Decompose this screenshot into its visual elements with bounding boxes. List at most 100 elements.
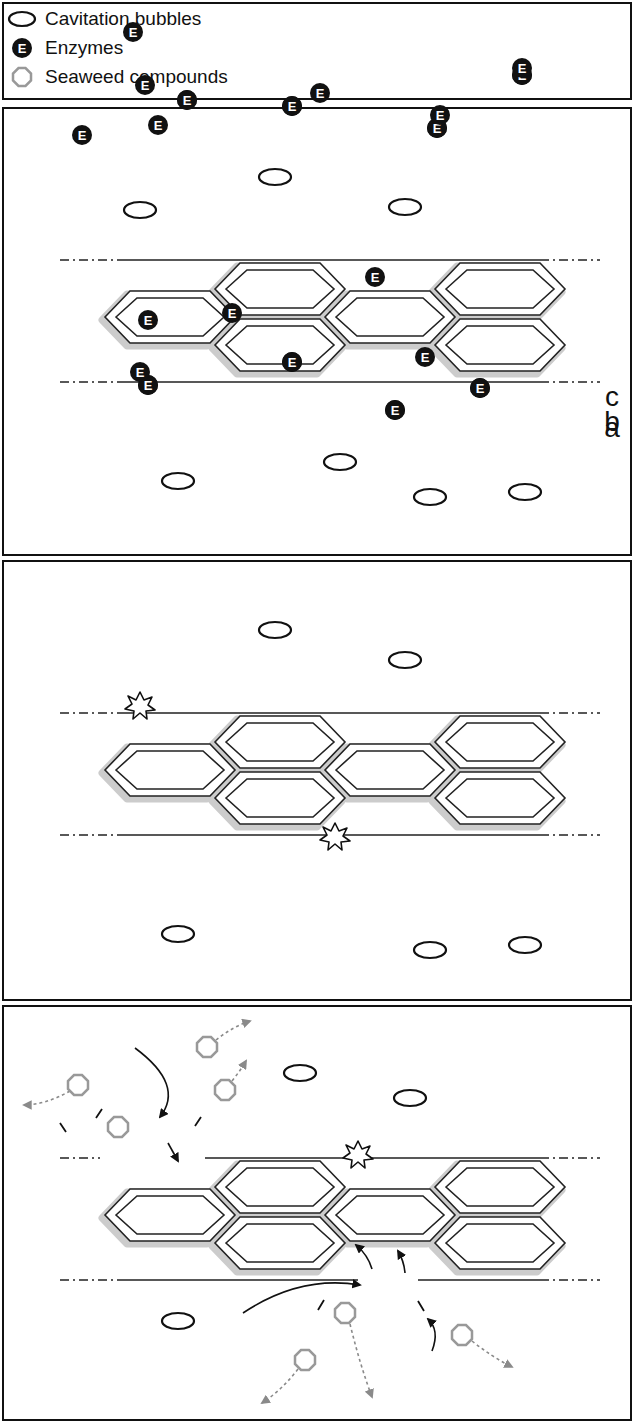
legend-swatch bbox=[6, 5, 38, 33]
release-path-arrow bbox=[24, 1091, 70, 1105]
release-path-arrow bbox=[472, 1341, 512, 1367]
enzyme-symbol: E bbox=[177, 90, 197, 110]
cavitation-bubble bbox=[324, 454, 356, 470]
enzyme-label: E bbox=[183, 94, 192, 107]
enzyme-label: E bbox=[141, 79, 150, 92]
panel-b-illustration bbox=[60, 622, 600, 958]
legend-entry: Cavitation bubbles bbox=[4, 5, 630, 33]
enzyme-symbol: E bbox=[135, 75, 155, 95]
seaweed-compound bbox=[295, 1350, 315, 1370]
enzyme-symbol: E bbox=[282, 96, 302, 116]
release-path-arrow bbox=[350, 1324, 372, 1397]
enzyme-symbol: E bbox=[415, 347, 435, 367]
enzyme-label: E bbox=[129, 26, 138, 39]
compound-sample bbox=[13, 68, 31, 86]
seaweed-cells bbox=[102, 1161, 565, 1272]
cavitation-bubble bbox=[509, 937, 541, 953]
enzyme-label: E bbox=[18, 42, 27, 55]
legend-label: Enzymes bbox=[45, 37, 123, 59]
enzyme-label: E bbox=[154, 119, 163, 132]
enzyme-label: E bbox=[136, 366, 145, 379]
cell-wall-line bbox=[60, 713, 600, 835]
enzyme-symbol: E bbox=[148, 115, 168, 135]
enzyme-symbol: E bbox=[512, 58, 532, 78]
cell-wall-line bbox=[60, 260, 600, 382]
enzyme-symbol: E bbox=[12, 38, 32, 58]
seaweed-compound bbox=[335, 1303, 355, 1323]
cavitation-bubble bbox=[259, 169, 291, 185]
panel-letter: c bbox=[605, 381, 619, 412]
cavitation-bubble bbox=[509, 484, 541, 500]
enzyme-label: E bbox=[288, 356, 297, 369]
seaweed-compound bbox=[68, 1075, 88, 1095]
cavitation-bubble bbox=[124, 169, 541, 505]
seaweed-compound bbox=[452, 1325, 472, 1345]
enzyme-label: E bbox=[421, 351, 430, 364]
enzyme-label: E bbox=[436, 109, 445, 122]
panel-a-illustration bbox=[60, 169, 600, 505]
cavitation-bubble bbox=[162, 926, 194, 942]
cavitation-bubble bbox=[124, 202, 156, 218]
panel-letter-slot: c bbox=[605, 382, 619, 413]
cavitation-bubble bbox=[259, 622, 291, 638]
panel-frame: EEEEEEEEb bbox=[2, 560, 632, 1001]
seaweed-compound bbox=[215, 1080, 235, 1100]
enzyme-label: E bbox=[288, 100, 297, 113]
enzyme-symbol: E bbox=[365, 267, 385, 287]
bubble-collapse-burst bbox=[125, 692, 350, 850]
enzyme-path-arrow bbox=[135, 1048, 435, 1351]
panel-frame: EEEEEEEEa bbox=[2, 107, 632, 556]
enzyme-symbol: E bbox=[430, 105, 450, 125]
bubble-sample bbox=[9, 12, 35, 26]
cell-wall-line bbox=[60, 1158, 600, 1280]
enzyme-symbol: E bbox=[222, 303, 242, 323]
panel-frame: EEEEEEEEEEEEc bbox=[2, 1005, 632, 1421]
enzyme-symbol: E bbox=[123, 22, 143, 42]
wall-fragment bbox=[60, 1109, 424, 1311]
release-path-arrow bbox=[24, 1021, 512, 1403]
cavitation-bubble bbox=[414, 942, 446, 958]
enzyme-label: E bbox=[518, 62, 527, 75]
enzyme-symbol: E bbox=[72, 125, 92, 145]
seaweed-compound bbox=[108, 1117, 128, 1137]
enzyme-path-arrow bbox=[135, 1048, 168, 1117]
enzyme-path-arrow bbox=[398, 1251, 405, 1273]
enzyme-path-arrow bbox=[356, 1245, 372, 1269]
cavitation-bubble bbox=[394, 1090, 426, 1106]
cavitation-bubble bbox=[162, 1313, 194, 1329]
enzyme-label: E bbox=[391, 404, 400, 417]
enzyme-path-arrow bbox=[243, 1283, 360, 1313]
bubble-collapse-burst bbox=[320, 823, 350, 850]
enzyme-label: E bbox=[371, 271, 380, 284]
release-path-arrow bbox=[232, 1061, 246, 1081]
cavitation-bubble bbox=[284, 1065, 316, 1081]
cavitation-bubble bbox=[162, 622, 541, 958]
cavitation-bubble bbox=[162, 473, 194, 489]
release-path-arrow bbox=[262, 1369, 298, 1403]
enzyme-symbol: E bbox=[130, 362, 150, 382]
enzyme-label: E bbox=[316, 87, 325, 100]
enzyme-label: E bbox=[476, 382, 485, 395]
enzyme-symbol: E bbox=[310, 83, 330, 103]
bubble-collapse-burst bbox=[343, 1141, 373, 1168]
cavitation-bubble bbox=[414, 489, 446, 505]
enzyme-path-arrow bbox=[428, 1319, 435, 1351]
enzyme-label: E bbox=[228, 307, 237, 320]
seaweed-cells bbox=[102, 716, 565, 827]
seaweed-compound bbox=[197, 1037, 217, 1057]
enzyme-label: E bbox=[78, 129, 87, 142]
bubble-collapse-burst bbox=[125, 692, 155, 719]
cavitation-bubble bbox=[162, 1065, 426, 1329]
enzyme-symbol: E bbox=[385, 400, 405, 420]
seaweed-cells bbox=[102, 263, 565, 374]
seaweed-compound bbox=[68, 1037, 472, 1370]
legend-swatch bbox=[6, 63, 38, 91]
cavitation-bubble bbox=[389, 652, 421, 668]
cavitation-bubble bbox=[389, 199, 421, 215]
enzyme-symbol: E bbox=[470, 378, 490, 398]
legend-entry: Enzymes bbox=[4, 34, 630, 62]
enzyme-label: E bbox=[144, 314, 153, 327]
wall-fragment bbox=[60, 1109, 424, 1311]
release-path-arrow bbox=[216, 1021, 250, 1040]
